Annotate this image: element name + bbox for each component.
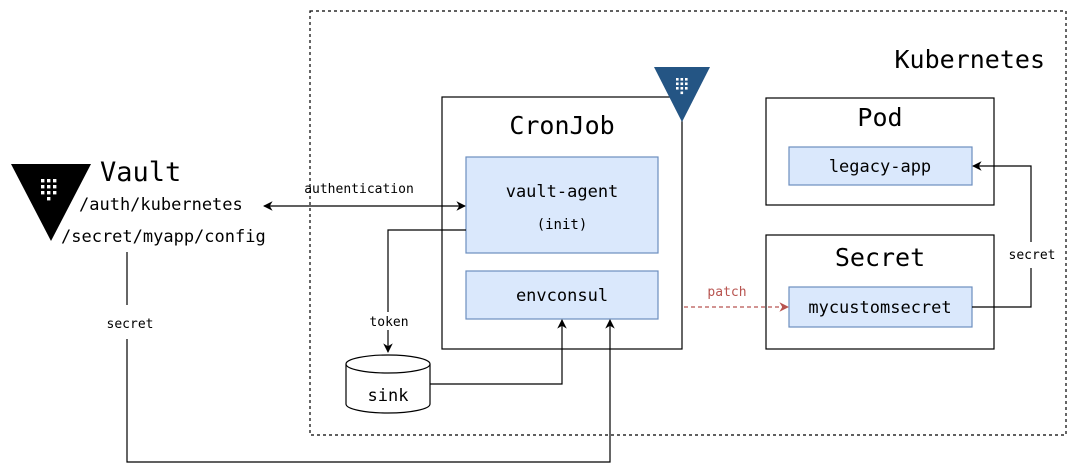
mycustomsecret-label: mycustomsecret [808,298,951,318]
kubernetes-cluster-boundary [309,10,1067,436]
envconsul-box [465,270,659,320]
secret-left-edge-label: secret [107,317,154,332]
vault-badge-grid-icon [676,78,688,95]
sink-label: sink [368,386,409,406]
vault-agent-box [465,156,659,254]
pod-title: Pod [857,103,902,132]
secret-left-label-bg [100,305,158,339]
secret-right-edge [972,161,1032,308]
secret-title: Secret [835,243,925,272]
patch-edge-label: patch [707,285,746,300]
vault-logo-icon [11,164,91,241]
vault-secret-path: /secret/myapp/config [61,227,266,247]
vault-badge-icon [654,67,710,122]
kubernetes-title: Kubernetes [894,45,1045,74]
authentication-edge-label: authentication [304,182,414,197]
secret-right-edge-label: secret [1009,248,1056,263]
legacy-app-box [788,146,973,186]
token-label-bg [362,312,416,330]
vault-logo-grid-icon [41,179,57,201]
envconsul-label: envconsul [516,286,608,306]
vault-agent-label: vault-agent [506,182,619,202]
vault-agent-sublabel: (init) [537,217,588,233]
cronjob-title: CronJob [509,111,614,140]
vault-auth-path: /auth/kubernetes [79,195,243,215]
vault-title: Vault [100,157,181,188]
vault-secret-edge [126,252,615,463]
sink-to-envconsul-edge [430,319,567,385]
token-edge [383,229,466,353]
secret-right-label-bg [1003,242,1061,268]
sink-cylinder [345,354,431,414]
legacy-app-label: legacy-app [829,157,931,177]
token-edge-label: token [369,315,408,330]
